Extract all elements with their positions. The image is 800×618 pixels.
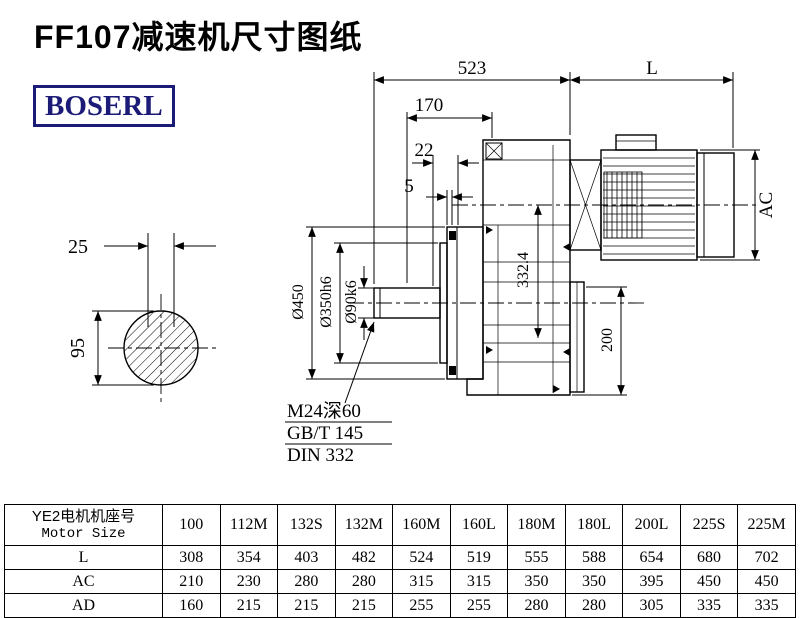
col-header: 200L — [622, 504, 681, 546]
dim-label-spigot-dia: Ø350h6 — [318, 276, 335, 328]
motor-size-table: YE2电机机座号 Motor Size 100 112M 132S 132M 1… — [4, 504, 796, 618]
header-motor-size: YE2电机机座号 Motor Size — [4, 504, 163, 546]
dim-label-center-height: 332.4 — [515, 252, 532, 288]
dim-label-shaft-step: 22 — [415, 140, 434, 161]
dim-label-housing-depth: 200 — [599, 328, 616, 352]
col-header: 180L — [564, 504, 624, 546]
col-header: 225S — [679, 504, 739, 546]
cell: 555 — [507, 545, 566, 570]
note-tap-std-gb: GB/T 145 — [287, 423, 363, 444]
cell: 354 — [219, 545, 279, 570]
table-header-row: YE2电机机座号 Motor Size 100 112M 132S 132M 1… — [4, 504, 796, 546]
cell: 315 — [392, 569, 451, 594]
extension-line — [306, 226, 445, 380]
cell: 280 — [334, 569, 394, 594]
fan-cover — [696, 152, 735, 258]
dim-label-key-width: 25 — [68, 236, 88, 258]
page-title: FF107减速机尺寸图纸 — [34, 19, 363, 55]
section-mark — [553, 385, 560, 393]
leader-line-tap — [344, 321, 375, 404]
col-header: 160L — [449, 504, 509, 546]
adapter-bracing — [569, 159, 602, 251]
cell: 450 — [679, 569, 739, 594]
note-shelf-line — [285, 421, 392, 445]
col-header: 100 — [162, 504, 221, 546]
dim-label-motor-length: L — [646, 58, 658, 79]
cell: 450 — [737, 569, 796, 594]
shaft-section-circle — [123, 310, 199, 386]
header-motor-size-cn: YE2电机机座号 — [31, 508, 136, 525]
section-mark — [563, 243, 570, 251]
row-label: L — [4, 545, 163, 570]
housing-wall-lines — [497, 145, 554, 395]
cell: 403 — [277, 545, 336, 570]
brand-logo: BOSERL — [33, 85, 175, 127]
col-header: 132S — [277, 504, 336, 546]
section-mark — [563, 348, 570, 356]
extension-line — [700, 149, 760, 261]
section-mark — [486, 346, 493, 354]
dim-label-shaft-dia: Ø90k6 — [343, 280, 360, 324]
col-header: 112M — [219, 504, 279, 546]
row-label: AC — [4, 569, 163, 594]
dimensions: 523 L 170 22 5 AC 332.4 200 Ø450 — [285, 58, 777, 466]
table-row-L: L 308 354 403 482 524 519 555 588 654 68… — [4, 545, 796, 570]
dim-label-key-height: 95 — [67, 338, 89, 358]
cell: 482 — [334, 545, 394, 570]
cell: 350 — [507, 569, 566, 594]
cell: 315 — [449, 569, 509, 594]
flange-bolt — [449, 366, 456, 375]
cell: 524 — [392, 545, 451, 570]
flange-bolt — [449, 231, 456, 240]
cell: 654 — [622, 545, 681, 570]
output-shaft — [373, 287, 441, 319]
note-tap-std-din: DIN 332 — [287, 445, 354, 466]
dim-label-flange-od: Ø450 — [290, 284, 307, 320]
extension-line — [432, 155, 459, 286]
col-header: 132M — [334, 504, 394, 546]
dim-label-spigot-depth: 5 — [404, 176, 414, 197]
cell: 210 — [162, 569, 221, 594]
cell: 280 — [277, 569, 336, 594]
cell: 588 — [564, 545, 624, 570]
eyebolt-cross — [485, 142, 503, 160]
section-mark — [486, 226, 493, 234]
col-header: 180M — [507, 504, 566, 546]
eyebolt-boss — [485, 142, 503, 160]
motor-cooling-fins — [603, 157, 695, 255]
cell: 702 — [737, 545, 796, 570]
terminal-box — [615, 134, 657, 151]
cell: 395 — [622, 569, 681, 594]
left-view-shaft-end: 25 95 — [67, 233, 216, 404]
dim-label-motor-height: AC — [756, 192, 777, 218]
note-tap-spec: M24深60 — [287, 400, 361, 422]
cell: 350 — [564, 569, 624, 594]
motor-stator — [603, 171, 643, 239]
extension-line — [334, 242, 438, 364]
cell: 680 — [679, 545, 739, 570]
dim-label-flange-to-face: 170 — [415, 95, 444, 116]
cell: 519 — [449, 545, 509, 570]
dim-label-total-length: 523 — [458, 58, 487, 79]
main-view — [348, 134, 758, 396]
extension-line — [446, 190, 453, 225]
col-header: 160M — [392, 504, 451, 546]
dimension-drawing: 25 95 — [67, 58, 777, 466]
table-row-AC: AC 210 230 280 280 315 315 350 350 395 4… — [4, 569, 796, 594]
extension-line — [406, 112, 493, 283]
header-motor-size-en: Motor Size — [41, 526, 126, 542]
col-header: 225M — [737, 504, 796, 546]
housing-rib-lines — [483, 159, 570, 363]
cell: 230 — [219, 569, 279, 594]
cell: 308 — [162, 545, 221, 570]
